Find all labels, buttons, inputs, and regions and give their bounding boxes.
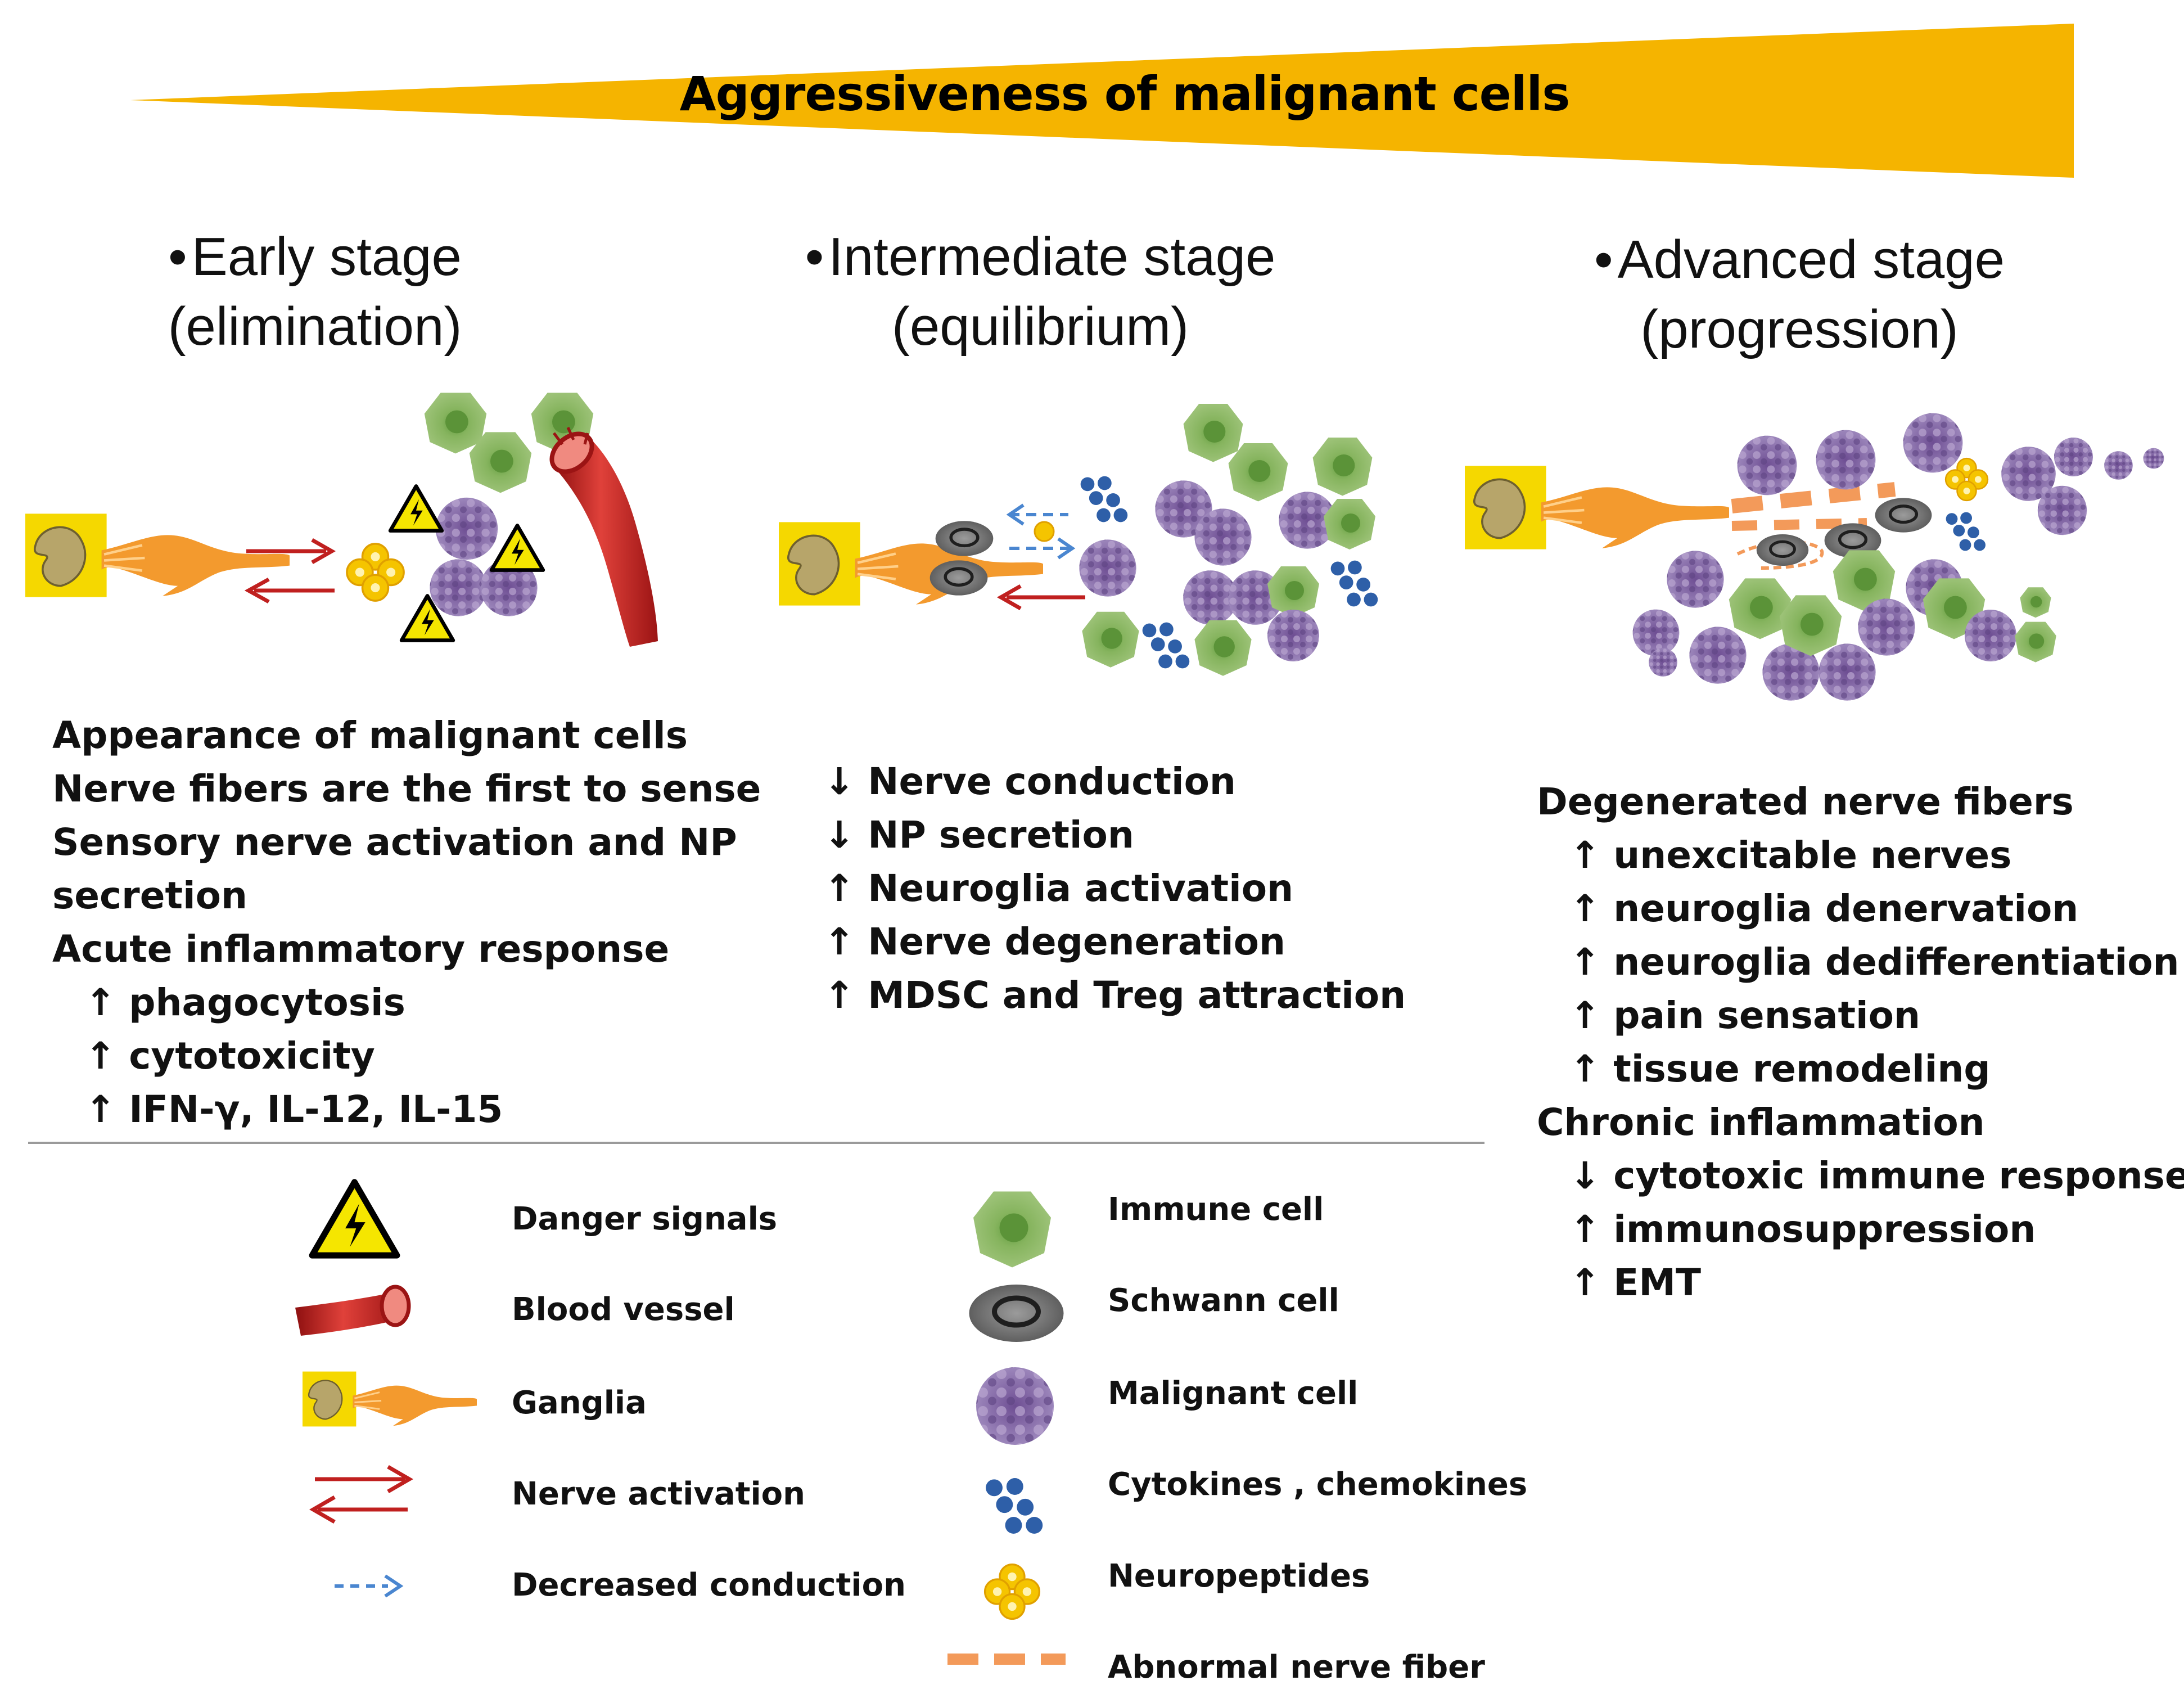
early-stage-text: Appearance of malignant cells Nerve fibe…	[52, 709, 761, 1136]
stage-early-name: • Early stage	[168, 227, 462, 287]
early-line: Sensory nerve activation and NP	[52, 821, 737, 864]
aggressiveness-wedge	[130, 24, 2074, 178]
advanced-line: ↑ immunosuppression	[1569, 1208, 2036, 1251]
stage-intermediate-name: • Intermediate stage	[805, 227, 1276, 287]
advanced-line: ↑ neuroglia denervation	[1569, 887, 2079, 930]
intermediate-line: ↓ Nerve conduction	[824, 760, 1236, 803]
advanced-line: Degenerated nerve fibers	[1537, 780, 2074, 823]
intermediate-line: ↑ MDSC and Treg attraction	[824, 974, 1406, 1017]
legend-schwann-cell: Schwann cell	[1108, 1282, 1339, 1319]
advanced-stage-text: Degenerated nerve fibers ↑ unexcitable n…	[1537, 775, 2184, 1309]
banner-title: Aggressiveness of malignant cells	[679, 66, 1571, 121]
early-line: Nerve fibers are the first to sense	[52, 767, 761, 810]
early-line: Appearance of malignant cells	[52, 714, 688, 757]
stage-heading-early: • Early stage (elimination)	[129, 222, 500, 362]
intermediate-stage-text: ↓ Nerve conduction ↓ NP secretion ↑ Neur…	[824, 755, 1406, 1022]
stage-heading-intermediate: • Intermediate stage (equilibrium)	[776, 222, 1305, 362]
early-line: secretion	[52, 874, 247, 917]
legend-decreased-conduction: Decreased conduction	[512, 1567, 906, 1603]
legend-danger-signals: Danger signals	[512, 1201, 778, 1237]
legend-blood-vessel: Blood vessel	[512, 1291, 735, 1328]
stage-advanced-name: • Advanced stage	[1594, 229, 2005, 290]
legend-cytokines-chemokines: Cytokines , chemokines	[1108, 1466, 1528, 1503]
early-line: ↑ phagocytosis	[85, 981, 405, 1024]
advanced-line: ↑ pain sensation	[1569, 994, 1921, 1037]
advanced-line: ↓ cytotoxic immune response	[1569, 1154, 2184, 1197]
advanced-line: ↑ tissue remodeling	[1569, 1047, 1991, 1091]
early-line: ↑ cytotoxicity	[85, 1034, 375, 1078]
advanced-line: ↑ unexcitable nerves	[1569, 834, 2012, 877]
legend-neuropeptides: Neuropeptides	[1108, 1558, 1370, 1594]
advanced-line: ↑ EMT	[1569, 1261, 1702, 1304]
stage-advanced-sub: (progression)	[1640, 299, 1959, 359]
legend-nerve-activation: Nerve activation	[512, 1476, 805, 1512]
legend-abnormal-nerve-fiber: Abnormal nerve fiber	[1108, 1649, 1485, 1686]
legend-malignant-cell: Malignant cell	[1108, 1375, 1359, 1412]
legend-immune-cell: Immune cell	[1108, 1191, 1324, 1228]
stage-intermediate-sub: (equilibrium)	[891, 296, 1189, 357]
intermediate-line: ↑ Nerve degeneration	[824, 920, 1285, 963]
intermediate-line: ↓ NP secretion	[824, 813, 1134, 857]
intermediate-line: ↑ Neuroglia activation	[824, 867, 1294, 910]
legend-ganglia: Ganglia	[512, 1385, 647, 1421]
early-line: Acute inflammatory response	[52, 927, 670, 971]
stage-early-sub: (elimination)	[168, 296, 462, 357]
advanced-line: Chronic inflammation	[1537, 1101, 1985, 1144]
early-line: ↑ IFN-γ, IL-12, IL-15	[85, 1088, 503, 1131]
stage-heading-advanced: • Advanced stage (progression)	[1563, 225, 2036, 364]
advanced-line: ↑ neuroglia dedifferentiation	[1569, 940, 2180, 984]
